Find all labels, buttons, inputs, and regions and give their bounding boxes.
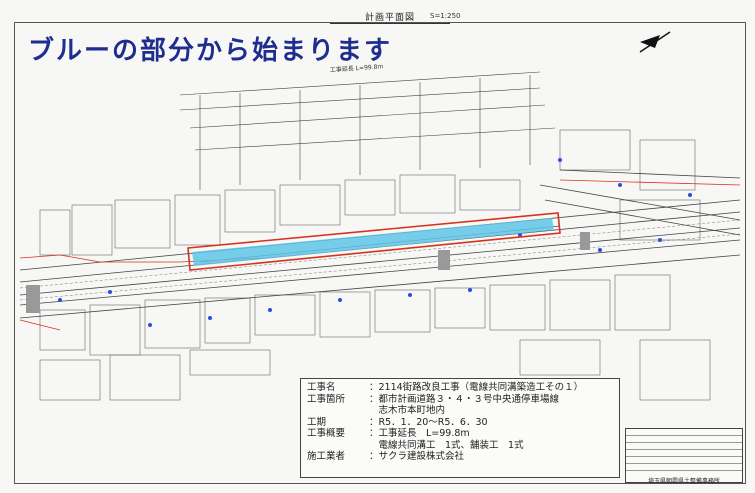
info-label: 施工業者 (307, 451, 346, 462)
blue-survey-marks (58, 158, 692, 327)
center-lines (19, 219, 741, 301)
drawing-frame (14, 22, 746, 484)
title-block (625, 428, 743, 483)
headline-text: ブルーの部分から始まります (28, 36, 393, 66)
info-value: 志木市本町地内 (369, 405, 446, 416)
info-value: ：2114街路改良工事（電線共同溝築造工その１） (369, 382, 584, 393)
info-value: ：都市計画道路３・４・３号中央通停車場線 (369, 393, 560, 405)
title-block-row (626, 464, 742, 471)
north-arrow-icon (639, 31, 671, 53)
title-block-row (626, 443, 742, 450)
structure-blocks (26, 232, 590, 313)
title-block-row (626, 457, 742, 464)
building-outlines (39, 129, 711, 401)
red-alignment-lines (19, 179, 741, 331)
info-label (307, 440, 369, 452)
info-label: 工事名 (307, 382, 336, 393)
info-value: ：工事延長 L=99.8m (369, 428, 470, 439)
drawing-title: 計画平面図 (330, 10, 450, 24)
info-value: 電線共同溝工 1式、舗装工 1式 (369, 439, 524, 451)
info-label: 工事箇所 (307, 393, 346, 405)
info-row: 電線共同溝工 1式、舗装工 1式 (307, 440, 613, 452)
info-row: 工期 ：R5．1．20～R5．6．30 (307, 417, 613, 429)
info-row: 工事名 ：2114街路改良工事（電線共同溝築造工その１） (307, 382, 613, 394)
title-block-row (626, 450, 742, 457)
title-block-row (626, 436, 742, 443)
project-info-box: 工事名 ：2114街路改良工事（電線共同溝築造工その１） 工事箇所 ：都市計画道路３… (300, 378, 620, 478)
info-label: 工事概要 (307, 428, 346, 439)
info-row: 施工業者 ：サクラ建設株式会社 (307, 451, 613, 463)
info-row: 工事概要 ：工事延長 L=99.8m (307, 428, 613, 440)
info-value: ：R5．1．20～R5．6．30 (369, 416, 488, 428)
drawing-scale: S=1:250 (430, 12, 461, 20)
office-name: 埼玉県朝霞県土整備事務所 (647, 478, 720, 485)
info-label: 工期 (307, 416, 327, 428)
title-block-row (626, 429, 742, 436)
dimension-lines (179, 71, 556, 190)
construction-area-highlight (187, 212, 561, 271)
info-value: ：サクラ建設株式会社 (369, 451, 465, 462)
info-row: 工事箇所 ：都市計画道路３・４・３号中央通停車場線 (307, 394, 613, 406)
info-label (307, 405, 369, 417)
info-row: 志木市本町地内 (307, 405, 613, 417)
length-label: 工事延長 L=99.8m (330, 62, 384, 74)
